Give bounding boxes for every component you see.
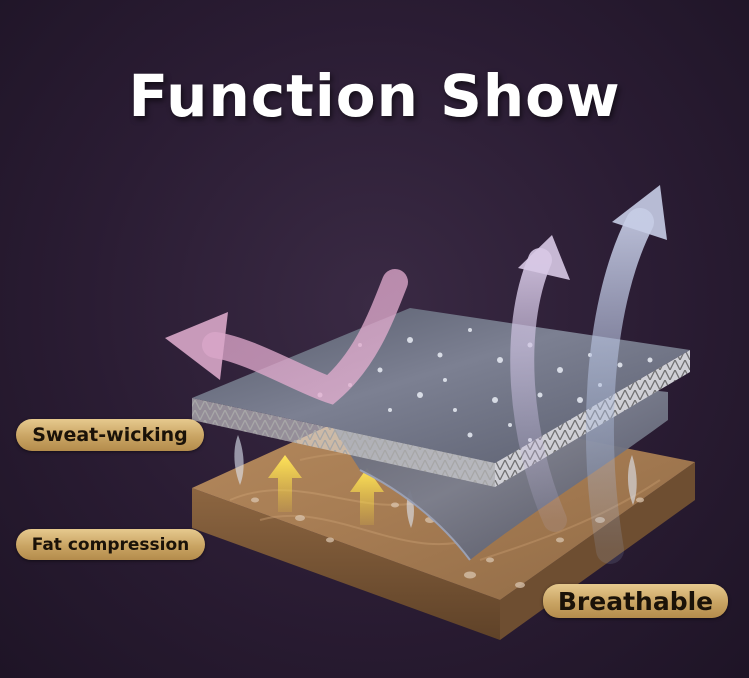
sweat-wicking-label: Sweat-wicking xyxy=(16,419,204,451)
page-title: Function Show xyxy=(0,62,749,130)
sweat-wicking-arrow-icon xyxy=(165,282,395,390)
fat-compression-label: Fat compression xyxy=(16,529,205,560)
breathable-label: Breathable xyxy=(543,584,728,618)
